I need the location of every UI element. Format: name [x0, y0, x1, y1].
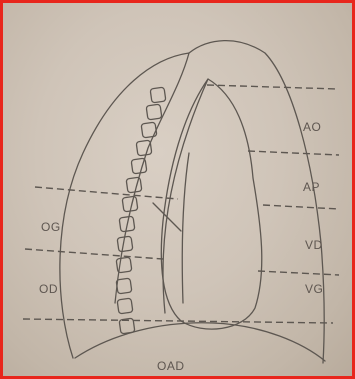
ap-division-line-1	[248, 151, 339, 155]
rib-box	[141, 122, 157, 138]
heart-diagram: AO AP OG VD VG OD OAD	[3, 3, 355, 379]
label-vd: VD	[305, 238, 323, 252]
label-ap: AP	[303, 180, 320, 194]
label-od: OD	[39, 282, 58, 296]
label-ao: AO	[303, 120, 321, 134]
ap-division-line-2	[263, 205, 339, 209]
valve-cross-line	[153, 203, 181, 231]
label-oad: OAD	[157, 359, 185, 373]
oad-division-line	[23, 319, 333, 323]
rib-box	[117, 298, 133, 314]
ao-division-line	[207, 85, 338, 89]
label-og: OG	[41, 220, 61, 234]
rib-box	[116, 278, 132, 294]
left-ventricle-outline	[161, 79, 261, 329]
label-vg: VG	[305, 282, 323, 296]
og-division-line	[35, 187, 178, 199]
od-division-line	[25, 249, 163, 259]
outer-heart-outline	[60, 53, 189, 358]
rib-box	[136, 140, 152, 156]
septum-line	[163, 79, 208, 313]
rib-box	[126, 177, 142, 193]
septum-line-inner	[182, 153, 189, 303]
vd-vg-division-line	[258, 271, 339, 275]
rib-box	[150, 87, 166, 103]
rib-box	[146, 104, 162, 120]
